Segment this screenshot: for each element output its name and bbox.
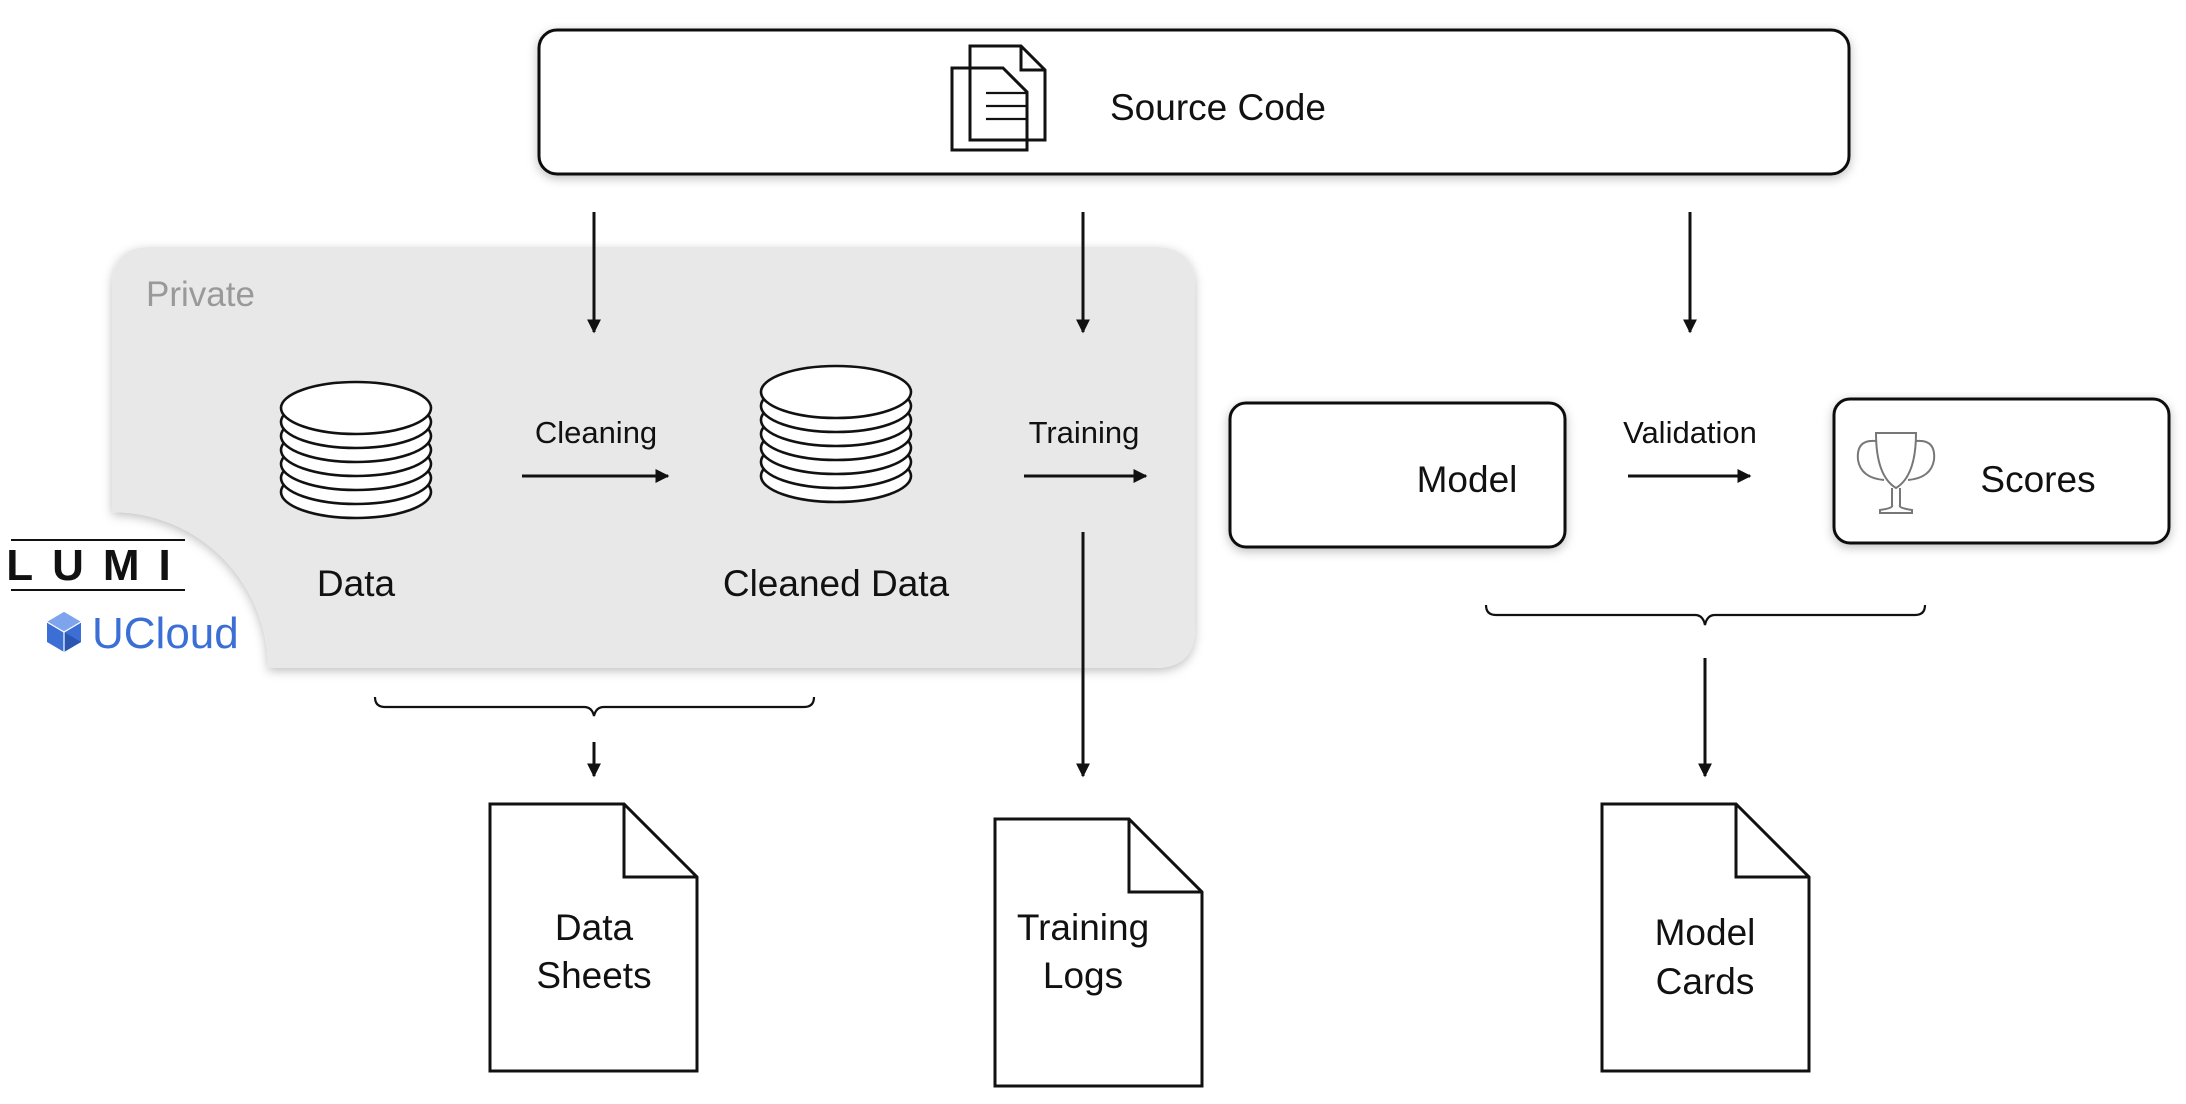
trophy-icon <box>1856 432 1936 514</box>
source-code-box: Source Code <box>537 28 1851 176</box>
data-node-label: Data <box>317 563 396 604</box>
training-logs-line-2: Logs <box>1043 955 1123 996</box>
ucloud-logo-text: UCloud <box>92 609 239 658</box>
model-node-label: Model <box>1417 459 1518 500</box>
data-sheets-document: Data Sheets <box>488 802 699 1073</box>
model-cards-line-1: Model <box>1655 912 1756 953</box>
private-zone: Private <box>112 247 1195 668</box>
private-zone-label: Private <box>146 275 255 314</box>
scores-node-label: Scores <box>1980 459 2095 500</box>
database-disk <box>759 364 913 420</box>
database-icon <box>279 380 433 520</box>
source-code-label: Source Code <box>1110 87 1326 128</box>
cleaning-edge-label: Cleaning <box>535 415 657 450</box>
lumi-logo-text: LUMI <box>6 541 190 590</box>
model-box: Model <box>1228 401 1567 549</box>
model-cards-line-2: Cards <box>1656 961 1755 1002</box>
validation-edge-label: Validation <box>1623 415 1757 450</box>
page-icon <box>1600 802 1811 1073</box>
document-stack-icon <box>950 44 1047 152</box>
ucloud-logo: UCloud <box>46 609 239 658</box>
lumi-logo: LUMI <box>6 539 190 591</box>
training-logs-line-1: Training <box>1017 907 1149 948</box>
model-cards-document: Model Cards <box>1600 802 1811 1073</box>
training-edge-label: Training <box>1029 415 1140 450</box>
data-brace <box>373 696 816 717</box>
training-logs-document: Training Logs <box>993 817 1204 1088</box>
data-sheets-line-1: Data <box>555 907 634 948</box>
database-icon <box>759 364 913 504</box>
scores-box: Scores <box>1832 397 2171 545</box>
cleaned-data-node-label: Cleaned Data <box>723 563 950 604</box>
model-brace <box>1484 604 1927 626</box>
source-code-arrows <box>587 212 1697 334</box>
private-zone-background <box>112 247 1195 668</box>
page-icon <box>993 817 1204 1088</box>
data-sheets-line-2: Sheets <box>536 955 651 996</box>
page-icon <box>488 802 699 1073</box>
ucloud-gem-icon <box>46 612 82 652</box>
database-disk <box>279 380 433 436</box>
